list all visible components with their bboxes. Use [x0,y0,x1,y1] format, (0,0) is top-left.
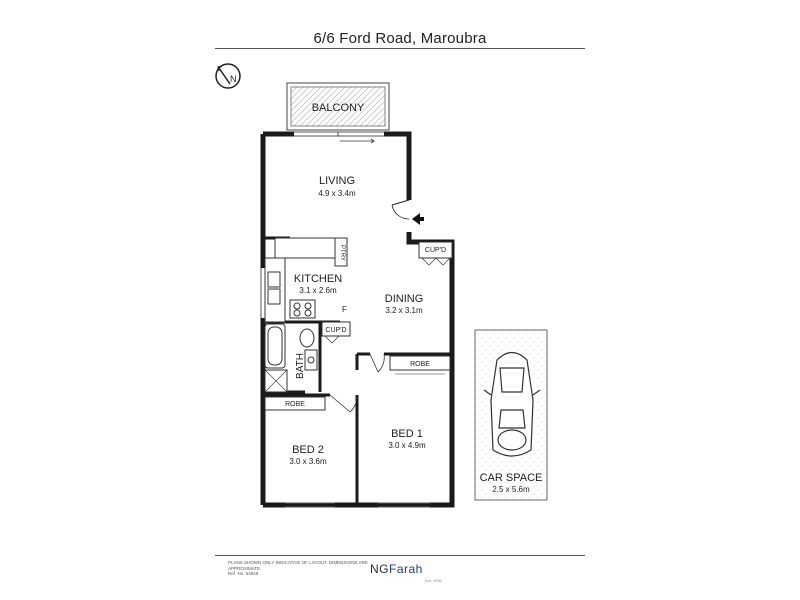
bathroom-fixtures [264,323,318,393]
cupd-hall-label: CUP'D [325,327,346,334]
robe-bed2-label: ROBE [285,401,305,408]
kitchen-benches [264,237,348,323]
disclaimer-text: PLANS SHOWN ONLY INDICATIVE OF LAYOUT. D… [228,560,368,571]
cupd-entry-label: CUP'D [425,247,446,254]
exterior-walls [260,131,455,508]
bed2-label: BED 2 [292,444,324,456]
logo-ng: NG [370,562,389,576]
compass-icon: N [215,63,241,89]
living-dims: 4.9 x 3.4m [318,189,356,198]
bedroom-doors [329,353,385,413]
page-title: 6/6 Ford Road, Maroubra [313,30,487,47]
header-divider [215,48,585,49]
bed1-label: BED 1 [391,428,423,440]
car-space-dims: 2.5 x 5.6m [492,485,530,494]
pantry-label: PTRY [339,245,345,261]
living-label: LIVING [319,175,355,187]
agency-logo: NGFarah [370,562,423,576]
entry-cupboard: CUP'D [418,241,453,266]
car-icon [483,351,541,457]
reference-number: Ref. No. 54949 [228,571,259,576]
logo-farah: Farah [389,562,423,576]
bath-label: BATH [295,353,306,379]
sliding-door [340,138,375,144]
dining-dims: 3.2 x 3.1m [385,306,423,315]
hall-cupboard: CUP'D [321,321,351,344]
bed2-dims: 3.0 x 3.6m [289,457,327,466]
entry-door [391,199,424,225]
car-space: CAR SPACE 2.5 x 5.6m [474,329,548,501]
dining-label: DINING [385,293,424,305]
car-space-label: CAR SPACE [480,472,543,484]
robe-bed1: ROBE [389,355,451,375]
robe-bed1-label: ROBE [410,361,430,368]
kitchen-label: KITCHEN [294,273,342,285]
bed1-dims: 3.0 x 4.9m [388,441,426,450]
footer-divider [215,555,585,556]
logo-subtitle: Est. 1994 [425,578,442,583]
fridge-label: F [342,305,347,314]
balcony-label: BALCONY [312,102,365,114]
compass-label: N [230,74,237,84]
balcony: BALCONY [286,82,390,131]
kitchen-dims: 3.1 x 2.6m [299,286,337,295]
disclaimer: PLANS SHOWN ONLY INDICATIVE OF LAYOUT. D… [228,560,398,577]
robe-bed2: ROBE [264,396,326,411]
